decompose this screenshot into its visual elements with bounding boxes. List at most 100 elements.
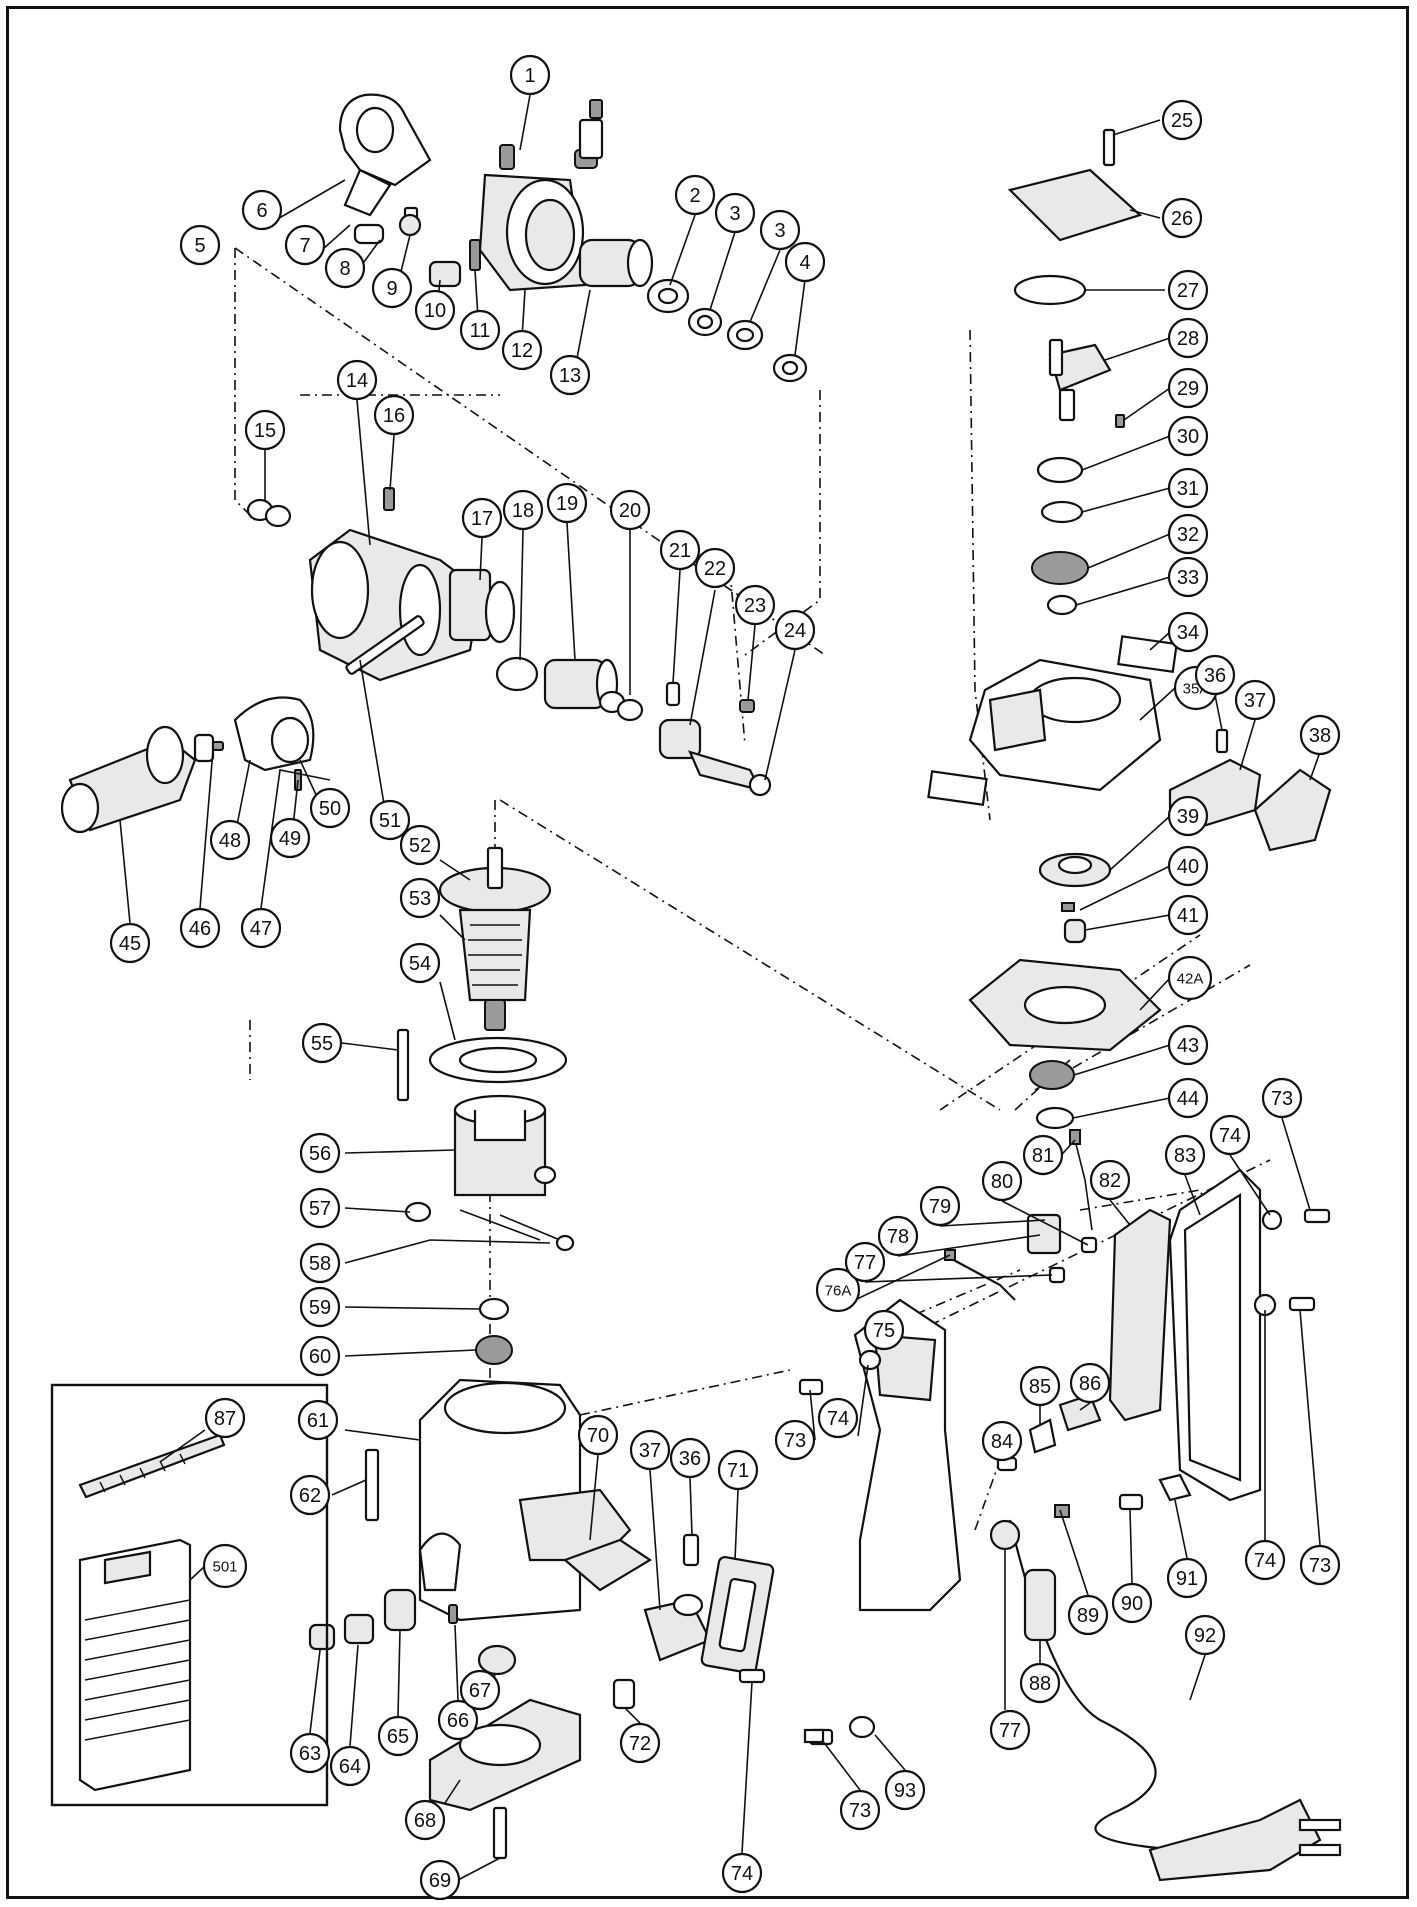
- diagram-frame: [6, 6, 1409, 1899]
- callout-61: 61: [297, 1399, 339, 1441]
- callout-number: 17: [471, 508, 493, 530]
- callout-77: 77: [989, 1709, 1031, 1751]
- callout-number: 12: [511, 340, 533, 362]
- callout-31: 31: [1167, 467, 1209, 509]
- callout-circle: [1089, 1159, 1131, 1201]
- callout-number: 79: [929, 1196, 951, 1218]
- callout-number: 74: [1254, 1550, 1276, 1572]
- callout-circle: [399, 942, 441, 984]
- callout-42a: 42A: [1167, 955, 1213, 1001]
- callout-number: 14: [346, 370, 368, 392]
- callout-number: 46: [189, 918, 211, 940]
- callout-58: 58: [299, 1242, 341, 1284]
- callout-circle: [815, 1267, 861, 1313]
- side-handle-part: [60, 725, 215, 834]
- callout-8: 8: [324, 247, 366, 289]
- callout-14: 14: [336, 359, 378, 401]
- callout-number: 37: [639, 1440, 661, 1462]
- callout-number: 70: [587, 1425, 609, 1447]
- callout-circle: [669, 1437, 711, 1479]
- callout-number: 19: [556, 493, 578, 515]
- callout-circle: [459, 309, 501, 351]
- callout-number: 89: [1077, 1605, 1099, 1627]
- callout-number: 51: [379, 810, 401, 832]
- callout-circle: [1299, 1544, 1341, 1586]
- callout-number: 80: [991, 1171, 1013, 1193]
- callout-number: 77: [999, 1720, 1021, 1742]
- callout-number: 93: [894, 1780, 916, 1802]
- callout-48: 48: [209, 819, 251, 861]
- callout-number: 20: [619, 500, 641, 522]
- callout-number: 7: [299, 235, 310, 257]
- callout-circle: [1209, 1114, 1251, 1156]
- callout-number: 5: [194, 235, 205, 257]
- callout-number: 63: [299, 1743, 321, 1765]
- callout-circle: [1019, 1662, 1061, 1704]
- callout-number: 3: [729, 203, 740, 225]
- callout-circle: [774, 609, 816, 651]
- callout-circle: [209, 819, 251, 861]
- callout-82: 82: [1089, 1159, 1131, 1201]
- callout-number: 24: [784, 620, 806, 642]
- callout-73: 73: [774, 1419, 816, 1461]
- callout-number: 76A: [825, 1283, 852, 1300]
- callout-circle: [1167, 467, 1209, 509]
- callout-number: 6: [256, 200, 267, 222]
- callout-circle: [863, 1309, 905, 1351]
- callout-7: 7: [284, 224, 326, 266]
- callout-number: 45: [119, 933, 141, 955]
- callout-70: 70: [577, 1414, 619, 1456]
- callout-30: 30: [1167, 415, 1209, 457]
- callout-circle: [299, 1335, 341, 1377]
- callout-54: 54: [399, 942, 441, 984]
- callout-circle: [509, 54, 551, 96]
- callout-28: 28: [1167, 317, 1209, 359]
- callout-number: 82: [1099, 1170, 1121, 1192]
- callout-circle: [309, 787, 351, 829]
- callout-92: 92: [1184, 1614, 1226, 1656]
- callout-circle: [784, 241, 826, 283]
- callout-number: 36: [1204, 665, 1226, 687]
- callout-number: 62: [299, 1485, 321, 1507]
- callout-number: 42A: [1177, 971, 1204, 988]
- callout-circle: [202, 1543, 248, 1589]
- callout-number: 10: [424, 300, 446, 322]
- callout-number: 91: [1176, 1568, 1198, 1590]
- callout-circle: [1167, 611, 1209, 653]
- callout-number: 61: [307, 1410, 329, 1432]
- callout-circle: [1234, 679, 1276, 721]
- callout-circle: [759, 209, 801, 251]
- callout-87: 87: [204, 1397, 246, 1439]
- callout-circle: [1167, 269, 1209, 311]
- main-handle-part: [853, 1298, 962, 1612]
- callout-circle: [369, 799, 411, 841]
- drill-bit-part: [78, 1433, 226, 1499]
- callout-circle: [659, 529, 701, 571]
- callout-47: 47: [240, 907, 282, 949]
- callout-34: 34: [1167, 611, 1209, 653]
- callout-circle: [241, 189, 283, 231]
- callout-59: 59: [299, 1286, 341, 1328]
- callout-number: 73: [1309, 1555, 1331, 1577]
- callout-circle: [1167, 795, 1209, 837]
- callout-15: 15: [244, 409, 286, 451]
- callout-number: 31: [1177, 478, 1199, 500]
- callout-86: 86: [1069, 1362, 1111, 1404]
- callout-73: 73: [839, 1789, 881, 1831]
- callout-number: 58: [309, 1253, 331, 1275]
- callout-number: 88: [1029, 1673, 1051, 1695]
- callout-circle: [1261, 1077, 1303, 1119]
- callout-circle: [1166, 1557, 1208, 1599]
- callout-62: 62: [289, 1474, 331, 1516]
- callout-91: 91: [1166, 1557, 1208, 1599]
- callout-56: 56: [299, 1132, 341, 1174]
- callout-circle: [1167, 367, 1209, 409]
- callout-36: 36: [669, 1437, 711, 1479]
- callout-circle: [734, 584, 776, 626]
- callout-37: 37: [1234, 679, 1276, 721]
- callout-73: 73: [1299, 1544, 1341, 1586]
- callout-circle: [459, 1669, 501, 1711]
- callout-number: 15: [254, 420, 276, 442]
- callout-circle: [1167, 513, 1209, 555]
- callout-number: 87: [214, 1408, 236, 1430]
